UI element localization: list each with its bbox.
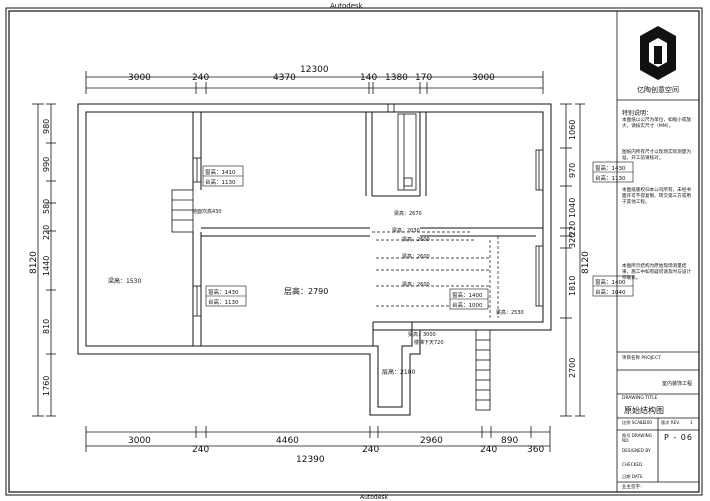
- window-tags: [202, 161, 634, 310]
- sheet-inner-border: [8, 10, 700, 493]
- left-dimension-chain: [32, 103, 56, 417]
- label-beam-5: 梁高：2530: [496, 309, 524, 316]
- date-label: 日期 DATE: [622, 474, 643, 479]
- rev-value: 1: [690, 420, 693, 425]
- dim-bottom-seg-2: 240: [192, 445, 209, 455]
- client-signature-label: 业主签字：: [622, 485, 645, 490]
- dim-bottom-seg-3: 4460: [276, 436, 299, 446]
- win4-height: 窗高：1430: [595, 164, 626, 172]
- win2-sill: 台高：1130: [208, 298, 239, 306]
- drawing-title: 原始结构图: [624, 406, 664, 415]
- dim-top-total: 12300: [300, 65, 329, 75]
- dim-bottom-seg-7: 890: [501, 436, 518, 446]
- project-label: 项目名称 PROJECT: [622, 356, 661, 361]
- top-dimension-chain: [85, 71, 544, 94]
- windows: [192, 103, 544, 317]
- drawing-no-label: 图号 DRAWING NO.: [622, 433, 653, 443]
- dim-bottom-seg-5: 2960: [420, 436, 443, 446]
- label-under-stair: 楼梯下天720: [414, 339, 444, 346]
- rev-label: 版次 REV.: [661, 420, 680, 425]
- dim-right-seg-2: 970: [568, 163, 577, 178]
- dim-bottom-total: 12390: [296, 455, 325, 465]
- scale-value: 1:100: [640, 420, 653, 425]
- dim-left-seg-1: 980: [42, 119, 51, 134]
- dim-top-seg-6: 170: [415, 73, 432, 83]
- note-1: 本图纸以公尺为单位，如缩小或放大，请核实尺寸（MM）。: [622, 118, 691, 129]
- dim-left-seg-6: 810: [42, 319, 51, 334]
- win3-sill: 台高：1000: [452, 301, 483, 309]
- dim-left-total: 8120: [29, 251, 39, 274]
- win5-sill: 台高：1040: [595, 288, 626, 296]
- sheet-outer-border: [5, 7, 703, 496]
- dim-top-seg-5: 1380: [385, 73, 408, 83]
- dim-bottom-seg-8: 360: [527, 445, 544, 455]
- win3-height: 窗高：1400: [452, 291, 483, 299]
- label-height-lower: 层高：2100: [382, 368, 415, 376]
- beam-lines: [372, 231, 499, 318]
- label-beam-2: 梁高：2600: [402, 236, 430, 243]
- note-3: 本图纸版权归本公司所有，未经书面许可不得复制、转交第三方或用于其他工程。: [622, 188, 691, 205]
- win5-height: 窗高：1400: [595, 278, 626, 286]
- win1-height: 窗高：1410: [205, 168, 236, 176]
- dim-top-seg-2: 240: [192, 73, 209, 83]
- label-height-main: 层高：2790: [284, 286, 328, 296]
- dim-right-seg-3: 1040: [568, 198, 577, 218]
- dim-left-seg-5: 1440: [42, 256, 51, 276]
- plan-walls: [77, 103, 552, 416]
- dim-left-seg-7: 1760: [42, 376, 51, 396]
- staircase: [475, 329, 491, 411]
- drawing-no: P - 06: [664, 433, 693, 442]
- dim-left-seg-3: 580: [42, 199, 51, 214]
- company-name: 亿陶创意空间: [637, 85, 679, 94]
- notes-title: 特别说明：: [622, 110, 653, 117]
- company-logo: [640, 26, 676, 80]
- top-mark: Autodesk: [330, 2, 364, 10]
- drawing-title-label: DRAWING TITLE: [622, 396, 658, 401]
- dim-top-seg-7: 3000: [472, 73, 495, 83]
- dim-right-seg-1: 1060: [568, 120, 577, 140]
- dim-right-total: 8120: [581, 251, 591, 274]
- dim-bottom-seg-6: 240: [480, 445, 497, 455]
- project-value: 室内装饰工程: [662, 381, 693, 387]
- label-beam-3: 梁高：2600: [402, 253, 430, 260]
- dim-left-seg-4: 220: [42, 225, 51, 240]
- designed-by: DESIGNED BY: [622, 448, 651, 453]
- bottom-mark: Autodesk: [360, 494, 389, 501]
- note-2: 图纸内所有尺寸以现场实际测量为准，开工前请核对。: [622, 150, 691, 161]
- dim-left-seg-2: 990: [42, 157, 51, 172]
- title-block: [616, 11, 699, 492]
- label-height-mid: 梁高：2670: [394, 210, 422, 217]
- win1-sill: 台高：1130: [205, 178, 236, 186]
- dim-right-seg-6: 1810: [568, 276, 577, 296]
- right-dimension-chain: [560, 103, 585, 417]
- dim-bottom-seg-1: 3000: [128, 436, 151, 446]
- dim-bottom-seg-4: 240: [362, 445, 379, 455]
- label-beam-4: 梁高：2600: [402, 281, 430, 288]
- checked-by: CHECKED: [622, 462, 643, 467]
- dim-top-seg-1: 3000: [128, 73, 151, 83]
- scale-label: 比例 SCALE: [622, 420, 646, 425]
- left-step-block: [171, 189, 194, 233]
- duct-shaft: [397, 113, 417, 191]
- win2-height: 窗高：1430: [208, 288, 239, 296]
- note-4: 本图所示结构为原始现场测量结果，施工中如有疑问请及时与设计师联系。: [622, 264, 691, 281]
- dim-top-seg-3: 4370: [273, 73, 296, 83]
- label-beam-1: 梁高：2030: [392, 227, 420, 234]
- label-beam-6: 梁高：3000: [408, 331, 436, 338]
- dim-right-seg-5: 320: [568, 233, 577, 248]
- win4-sill: 台高：1130: [595, 174, 626, 182]
- dim-right-seg-7: 2700: [568, 358, 577, 378]
- dim-right-seg-4: 220: [568, 221, 577, 236]
- label-floor-depth: 地面坎高430: [192, 208, 222, 215]
- label-height-left: 梁高：1530: [108, 277, 141, 285]
- bottom-dimension-chain: [85, 426, 551, 452]
- dim-top-seg-4: 140: [360, 73, 377, 83]
